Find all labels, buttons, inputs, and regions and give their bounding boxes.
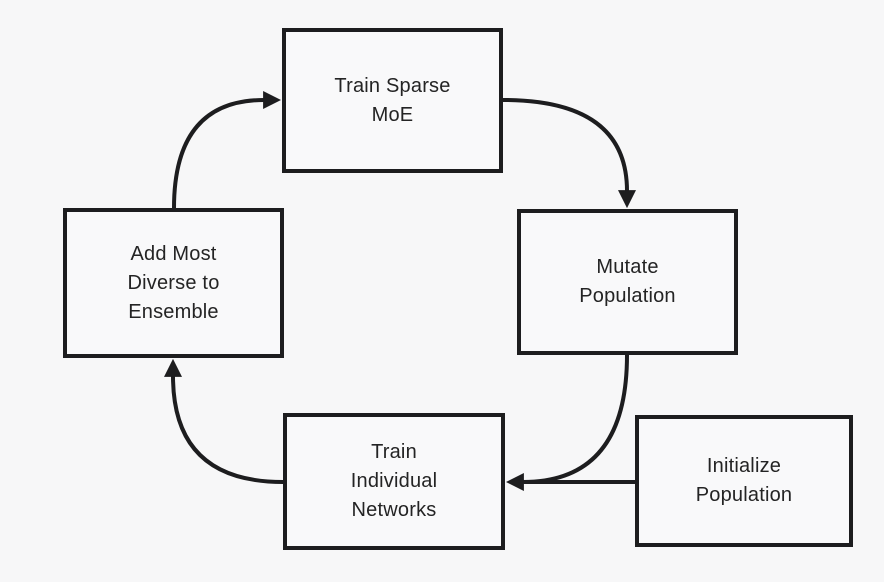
edge-train-individual-networks-to-add-most-diverse <box>164 358 284 484</box>
node-label-line: Individual <box>350 470 438 492</box>
node-label-line: Population <box>579 285 676 307</box>
node-initialize-population: Initialize Population <box>635 415 853 547</box>
edge-train-sparse-moe-to-mutate-population <box>502 98 636 209</box>
node-label-line: Train <box>371 441 417 463</box>
node-label-line: Mutate <box>596 256 659 278</box>
node-label-line: Train Sparse <box>334 74 451 97</box>
node-train-sparse-moe: Train Sparse MoE <box>282 28 503 173</box>
edge-mutate-population-to-train-individual-networks <box>522 354 629 484</box>
node-label-line: Initialize <box>706 455 782 477</box>
node-label-line: Diverse to <box>127 271 220 294</box>
node-label-line: MoE <box>371 103 414 126</box>
node-label-line: Ensemble <box>128 300 219 323</box>
edge-add-most-diverse-to-train-sparse-moe <box>172 91 282 209</box>
node-label-line: Population <box>695 484 793 506</box>
node-label-line: Add Most <box>130 242 217 265</box>
node-label-line: Networks <box>351 499 437 521</box>
node-mutate-population: Mutate Population <box>517 209 738 355</box>
node-add-most-diverse-to-ensemble: Add Most Diverse to Ensemble <box>63 208 284 358</box>
node-train-individual-networks: Train Individual Networks <box>283 413 505 550</box>
